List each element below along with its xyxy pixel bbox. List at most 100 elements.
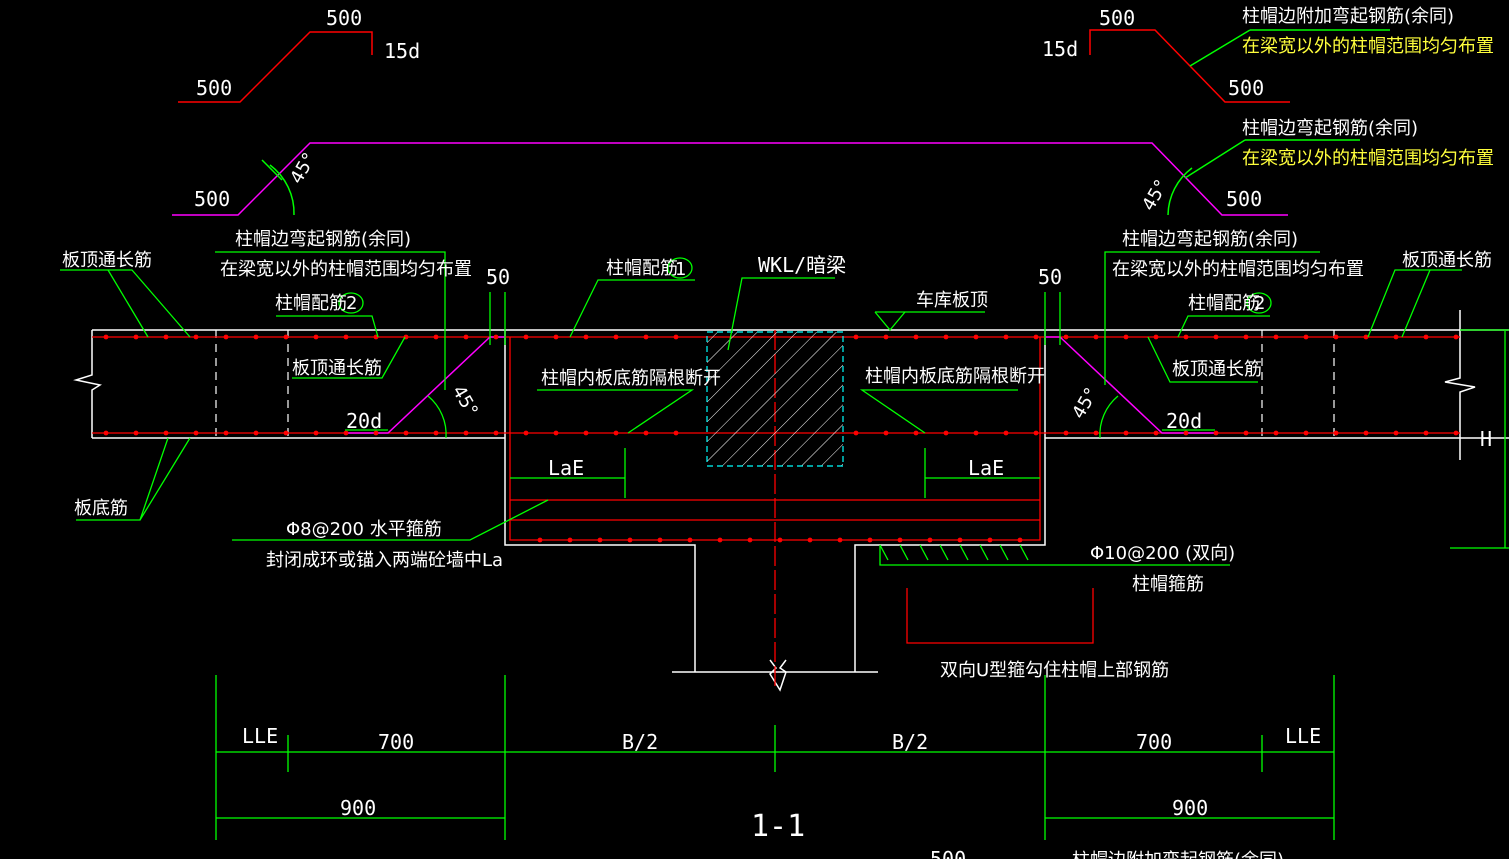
footer-partial-label: 柱帽边附加弯起钢筋(余同) (1072, 850, 1284, 859)
leader-slab-top-right-2 (1401, 269, 1431, 338)
rebar-dot (283, 430, 289, 436)
rebar-dot (853, 430, 859, 436)
left-bent-bar (172, 142, 732, 216)
rebar-dot (643, 334, 649, 340)
cap-bar-2-right-label: 柱帽配筋 (1188, 293, 1260, 314)
rebar-dot (343, 334, 349, 340)
cap-outline (504, 330, 696, 672)
cap-outline-right (854, 330, 1046, 672)
bent-note-right: 在梁宽以外的柱帽范围均匀布置 (1112, 259, 1364, 280)
rebar-dot (1453, 334, 1459, 340)
left-bent-500: 500 (194, 187, 230, 211)
rebar-dot (973, 430, 979, 436)
rebar-dot (1393, 430, 1399, 436)
rebar-dots (103, 334, 1459, 543)
len-20d-right: 20d (1166, 409, 1202, 433)
garage-roof-label: 车库板顶 (916, 290, 988, 311)
stirrup-tick (899, 544, 909, 561)
rebar-dot (943, 430, 949, 436)
marker-2-right-circle (1246, 292, 1272, 314)
leader-cap2-left (276, 315, 379, 338)
cap-bar-1-label: 柱帽配筋 (606, 258, 678, 279)
rebar-dot (973, 334, 979, 340)
rebar-dot (613, 430, 619, 436)
leader-slab-bottom-2 (139, 437, 191, 521)
leader-beam (727, 277, 835, 351)
dim-900-right: 900 (1172, 796, 1208, 820)
rebar-dot (777, 537, 783, 543)
leader-inner-slab-left (292, 336, 406, 379)
cap-bar-2-left-num: 2 (346, 293, 357, 314)
rebar-dot (223, 334, 229, 340)
leader-cut-right (859, 389, 1018, 434)
cap-bar-2-right-num: 2 (1254, 293, 1265, 314)
rebar-dot (463, 430, 469, 436)
rebar-dot (1123, 334, 1129, 340)
leader-cut-left (537, 389, 695, 434)
top-right-bar-detail (732, 29, 1390, 216)
rebar-dot (163, 334, 169, 340)
rebar-dot (1273, 430, 1279, 436)
dimension-lines (215, 675, 1335, 840)
right-extra-bar-label: 柱帽边附加弯起钢筋(余同) (1242, 6, 1454, 27)
rebar-dot (193, 334, 199, 340)
rebar-dot (133, 430, 139, 436)
rebar-dot (313, 430, 319, 436)
rebar-dot (253, 430, 259, 436)
leader-slab-top-left-2 (107, 269, 149, 338)
stirrup-tick (979, 544, 989, 561)
rebar-dot (537, 537, 543, 543)
rebar-dot (1063, 430, 1069, 436)
footer-partial-value: 500 (930, 847, 966, 859)
arc-left-45 (427, 395, 447, 439)
rebar-dot (433, 430, 439, 436)
arc-right-45 (1099, 395, 1119, 439)
section-title: 1-1 (751, 809, 805, 844)
cap-stirrup-leader (879, 545, 1230, 566)
rebar-dot (1183, 334, 1189, 340)
rebar-dot (403, 430, 409, 436)
leader-slab-top-left (60, 269, 191, 338)
lae-right: LaE (968, 456, 1004, 480)
right-extra-bar-note: 在梁宽以外的柱帽范围均匀布置 (1242, 36, 1494, 57)
rebar-dot (673, 334, 679, 340)
rebar-dot (897, 537, 903, 543)
rebar-dot (523, 334, 529, 340)
column-break (769, 659, 787, 692)
rebar-dot (807, 537, 813, 543)
rebar-dot (1033, 334, 1039, 340)
slab-top-inner-left: 板顶通长筋 (292, 358, 382, 379)
bent-label-right: 柱帽边弯起钢筋(余同) (1122, 229, 1298, 250)
rebar-dot (373, 430, 379, 436)
section-leaders (60, 251, 1509, 566)
right-bar-500-upper: 500 (1099, 6, 1135, 30)
slab-top-right-label: 板顶通长筋 (1402, 250, 1492, 271)
rebar-dot (913, 430, 919, 436)
dim-900-left: 900 (340, 796, 376, 820)
rebar-dot (493, 430, 499, 436)
rebar-dot (223, 430, 229, 436)
leader-bent-right (1104, 251, 1320, 385)
rebar-dot (1033, 430, 1039, 436)
bent-note-left: 在梁宽以外的柱帽范围均匀布置 (220, 259, 472, 280)
rebar-dot (1423, 334, 1429, 340)
right-bent-label: 柱帽边弯起钢筋(余同) (1242, 118, 1418, 139)
beam-label: WKL/暗梁 (758, 253, 846, 277)
right-extra-leader (1189, 29, 1251, 67)
slab-top-left-label: 板顶通长筋 (62, 250, 152, 271)
len-20d-left: 20d (346, 409, 382, 433)
rebar-dot (883, 334, 889, 340)
rebar-dot (853, 334, 859, 340)
rebar-dot (627, 537, 633, 543)
leader-cap2-right (1177, 315, 1270, 338)
rebar-dot (1017, 537, 1023, 543)
left-bar-15d: 15d (384, 39, 420, 63)
leader-stirrup (232, 499, 549, 541)
rebar-dot (1243, 334, 1249, 340)
rebar-dot (883, 430, 889, 436)
lae-left: LaE (548, 456, 584, 480)
left-angle-arc (269, 164, 295, 216)
right-bar-15d: 15d (1042, 37, 1078, 61)
rebar-dot (583, 430, 589, 436)
